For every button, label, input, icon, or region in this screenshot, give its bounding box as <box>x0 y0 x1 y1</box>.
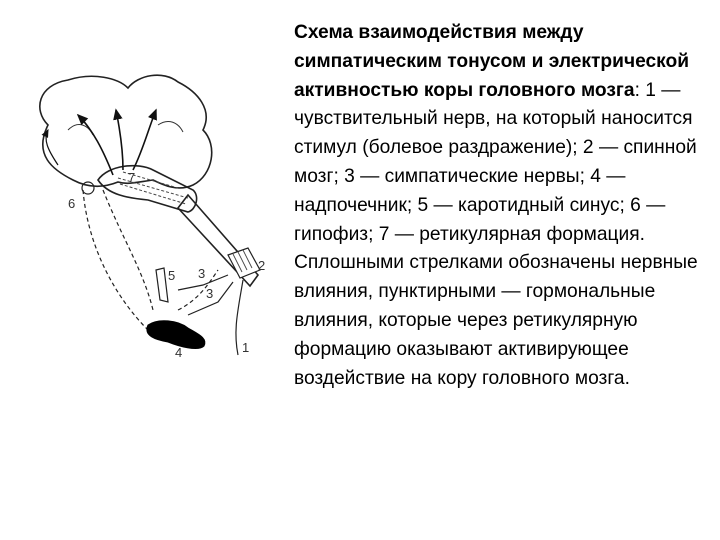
neural-arrow <box>132 108 157 171</box>
label-2: 2 <box>258 258 265 273</box>
label-3b: 3 <box>206 286 213 301</box>
neural-arrow <box>41 128 59 166</box>
adrenal-gland <box>146 320 206 349</box>
reticular-formation <box>117 171 189 205</box>
sensory-nerve <box>235 279 244 356</box>
sympathetic-nerve <box>177 274 229 291</box>
label-4: 4 <box>175 345 182 360</box>
spinal-cord-hatching <box>232 249 253 273</box>
label-7: 7 <box>128 170 135 185</box>
brain-outline <box>39 74 213 189</box>
hormonal-path <box>82 189 149 331</box>
hypophysis <box>81 181 95 195</box>
label-1: 1 <box>242 340 249 355</box>
brain-diagram: 1 2 3 3 4 5 6 7 <box>39 74 265 360</box>
cortex-fold <box>157 121 184 133</box>
hormonal-path <box>102 189 154 311</box>
diagram-figure: 1 2 3 3 4 5 6 7 <box>28 70 288 370</box>
neural-arrow <box>113 108 124 171</box>
hormonal-path <box>177 269 219 311</box>
label-6: 6 <box>68 196 75 211</box>
neural-arrow <box>76 113 114 176</box>
spinal-cord <box>176 193 260 288</box>
sympathetic-nerve <box>187 281 234 316</box>
caption-title: Схема взаимодействия между симпатическим… <box>294 22 690 101</box>
label-3a: 3 <box>198 266 205 281</box>
caption-text: : 1 — чувствительный нерв, на который на… <box>294 79 698 389</box>
label-5: 5 <box>168 268 175 283</box>
caption: Схема взаимодействия между симпатическим… <box>294 19 712 393</box>
carotid-sinus <box>155 267 169 303</box>
